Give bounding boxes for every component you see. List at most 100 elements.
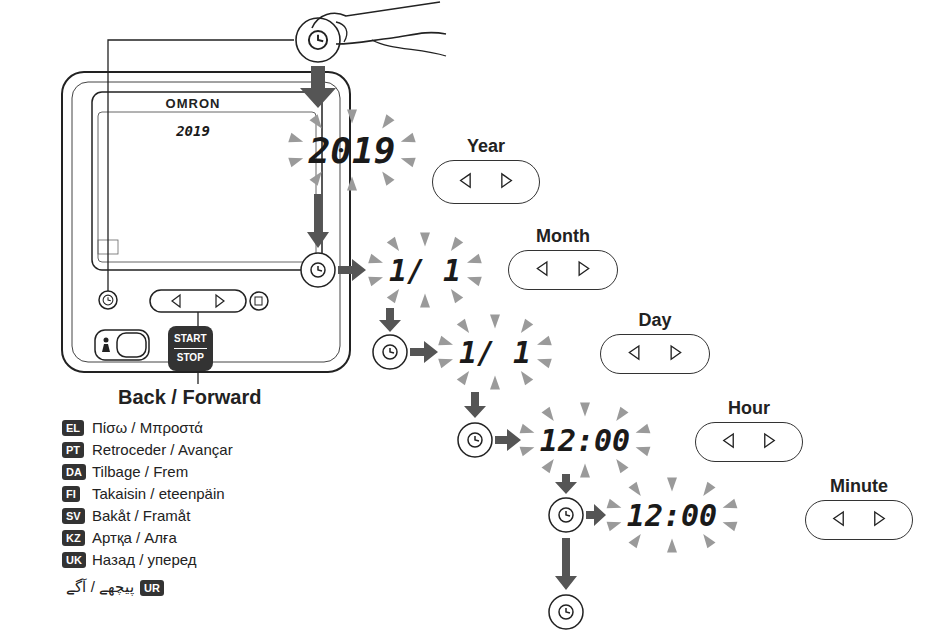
translation: Назад / уперед	[92, 551, 197, 568]
language-code-text: PT	[66, 444, 80, 456]
blink-ray	[703, 534, 715, 548]
blink-ray	[420, 233, 430, 247]
blink-ray	[636, 424, 651, 434]
arrow-symbols	[433, 161, 539, 203]
button-text: START	[174, 332, 207, 349]
blink-ray	[457, 319, 469, 333]
blink-ray	[537, 336, 552, 346]
blink-ray	[420, 294, 430, 308]
pressed-clock-button	[296, 2, 446, 62]
display-value: 12:00	[627, 498, 717, 533]
language-code: FI	[62, 486, 80, 502]
language-code: UR	[140, 580, 164, 596]
flow-arrow	[300, 66, 606, 590]
blink-ray	[288, 158, 303, 168]
display-value: 2019	[309, 130, 396, 171]
blink-ray	[607, 499, 622, 509]
arrow-symbols	[509, 251, 617, 289]
language-code-text: UK	[66, 554, 82, 566]
blink-ray	[438, 359, 453, 369]
language-code: UK	[62, 552, 86, 568]
blink-ray	[629, 482, 641, 496]
translation: Tilbage / Frem	[92, 463, 188, 480]
brand-name: OMRON	[166, 96, 221, 111]
translation: Bakåt / Framåt	[92, 507, 190, 524]
display-value: 12:00	[540, 423, 630, 458]
blink-ray	[451, 237, 463, 251]
monitor-device	[62, 72, 350, 372]
blink-ray	[723, 522, 738, 532]
language-code-text: EL	[66, 422, 80, 434]
field-heading: Day	[638, 310, 671, 331]
blink-ray	[401, 133, 416, 143]
language-code: KZ	[62, 530, 85, 546]
language-code-text: DA	[66, 466, 82, 478]
blink-ray	[387, 237, 399, 251]
arrow-symbol	[834, 512, 885, 525]
blink-ray	[310, 114, 322, 128]
blink-ray	[520, 447, 535, 457]
field-heading: Month	[536, 226, 590, 247]
device-display-value: 2019	[176, 123, 210, 139]
blink-ray	[387, 289, 399, 303]
blink-ray	[616, 459, 628, 473]
leader-line	[108, 40, 294, 291]
blink-ray	[580, 403, 590, 417]
blink-ray	[537, 359, 552, 369]
language-code-text: SV	[66, 510, 81, 522]
blink-ray	[580, 464, 590, 478]
blink-ray	[667, 539, 677, 553]
display-value: 1/ 1	[389, 253, 461, 288]
language-code-text: KZ	[66, 532, 81, 544]
translation: پیچھے / آگے	[66, 578, 134, 596]
arrow-symbols	[806, 501, 912, 539]
language-code: SV	[62, 508, 85, 524]
translation: Retroceder / Avançar	[92, 441, 233, 458]
blink-ray	[467, 254, 482, 264]
blink-ray	[667, 478, 677, 492]
arrow-symbol	[724, 434, 775, 447]
blink-ray	[310, 171, 322, 185]
blink-ray	[347, 110, 357, 124]
translation: Артқа / Алға	[92, 529, 177, 546]
blink-ray	[438, 336, 453, 346]
blink-ray	[382, 114, 394, 128]
back-forward-pill: Minute	[805, 500, 913, 540]
translation: Πίσω / Μπροστά	[92, 419, 203, 436]
button-text: STOP	[174, 351, 207, 365]
blink-ray	[347, 177, 357, 191]
language-code: EL	[62, 420, 84, 436]
arrow-symbol	[537, 262, 588, 275]
back-forward-pill: Day	[600, 334, 710, 374]
blink-ray	[636, 447, 651, 457]
arrow-symbol	[461, 174, 512, 187]
field-heading: Minute	[830, 476, 888, 497]
start-stop-button: START STOP	[168, 326, 213, 371]
field-heading: Hour	[728, 398, 770, 419]
language-code-text: FI	[66, 488, 76, 500]
display-value: 1/ 1	[459, 335, 531, 370]
blink-ray	[542, 407, 554, 421]
back-forward-pill: Month	[508, 250, 618, 290]
blink-ray	[490, 376, 500, 390]
blink-ray	[607, 522, 622, 532]
blink-ray	[629, 534, 641, 548]
blink-ray	[723, 499, 738, 509]
back-forward-pill: Hour	[695, 422, 803, 462]
blink-ray	[451, 289, 463, 303]
blink-ray	[521, 319, 533, 333]
language-code: DA	[62, 464, 86, 480]
blink-ray	[520, 424, 535, 434]
field-heading: Year	[467, 136, 505, 157]
arrow-symbols	[696, 423, 802, 461]
blink-ray	[467, 277, 482, 287]
blink-ray	[382, 171, 394, 185]
translation: Takaisin / eteenpäin	[92, 485, 225, 502]
blink-ray	[368, 277, 383, 287]
blink-ray	[542, 459, 554, 473]
language-code-text: UR	[144, 582, 160, 594]
blink-ray	[368, 254, 383, 264]
arrow-symbol	[629, 346, 680, 359]
blink-ray	[490, 315, 500, 329]
